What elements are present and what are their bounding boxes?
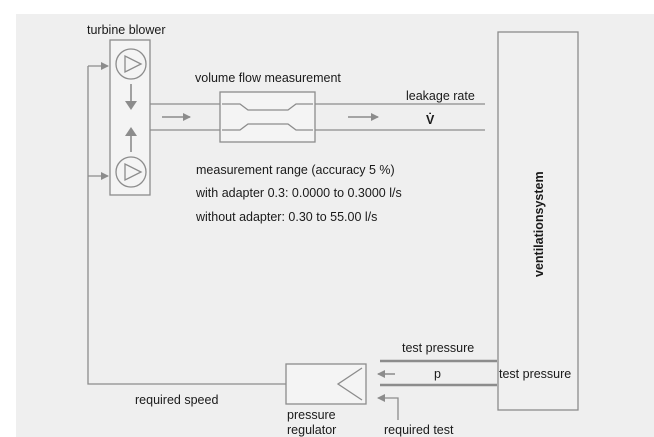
pressure-regulator	[285, 363, 367, 405]
ventilation-system-label: ventilationsystem	[532, 171, 546, 277]
volume-flow-meter	[219, 91, 316, 143]
flow-symbol: V̇	[426, 112, 435, 127]
blower-fan-top-symbol	[124, 54, 143, 74]
test-pressure-label-right: test pressure	[499, 367, 571, 381]
blower-flow-arrows	[125, 84, 137, 152]
required-speed-label: required speed	[135, 393, 218, 407]
regulator-input-arrows	[377, 370, 399, 420]
blower-fan-top	[115, 48, 147, 80]
blower-fan-bottom-symbol	[124, 162, 143, 182]
range-without-adapter: without adapter: 0.30 to 55.00 l/s	[195, 210, 377, 224]
leakage-rate-label: leakage rate	[406, 89, 475, 103]
turbine-blower	[109, 39, 151, 196]
required-test-label: required test	[384, 423, 454, 437]
range-with-adapter: with adapter 0.3: 0.0000 to 0.3000 l/s	[195, 186, 402, 200]
blower-fan-bottom	[115, 156, 147, 188]
test-pressure-label-top: test pressure	[402, 341, 474, 355]
pressure-regulator-label-line1: pressure	[287, 408, 336, 422]
pressure-symbol: p	[434, 367, 441, 381]
ventilation-system-box	[497, 31, 579, 411]
turbine-blower-label: turbine blower	[87, 23, 166, 37]
control-feedback-line	[87, 62, 286, 385]
volume-flow-measurement-label: volume flow measurement	[195, 71, 341, 85]
pressure-regulator-label-line2: regulator	[287, 423, 336, 437]
flow-duct	[150, 103, 485, 131]
pressure-sensing-lines	[380, 359, 497, 387]
measurement-range-title: measurement range (accuracy 5 %)	[196, 163, 395, 177]
